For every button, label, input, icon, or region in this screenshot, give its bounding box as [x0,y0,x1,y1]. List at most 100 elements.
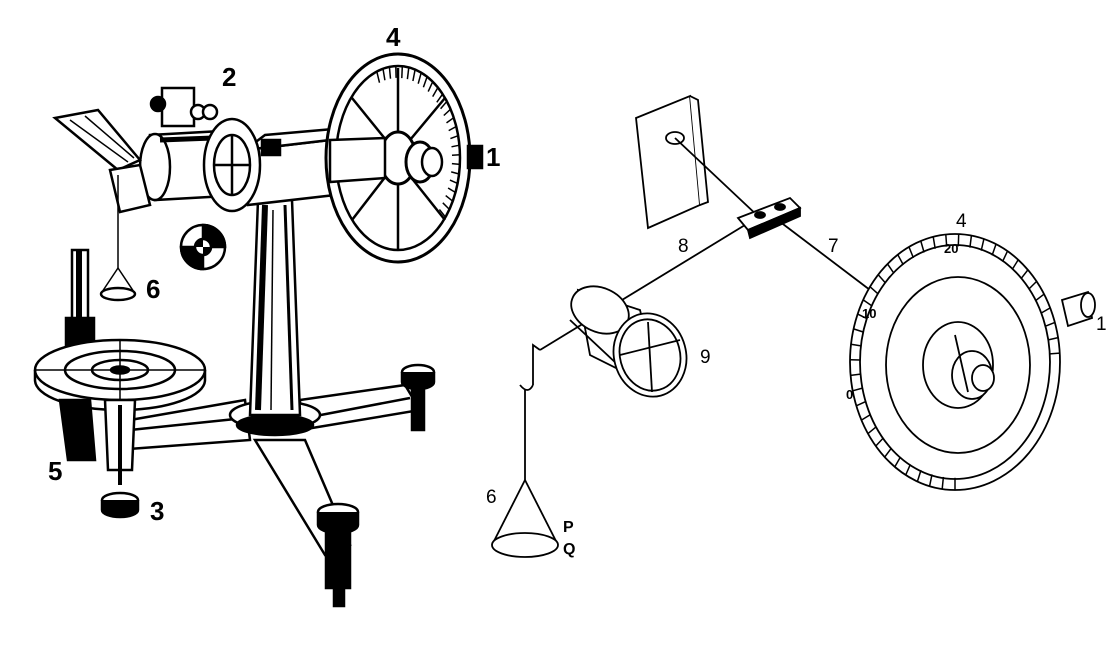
right-dial-tick [850,373,861,377]
right-dial-tick [1028,280,1038,290]
scale-label-0: 0 [846,387,853,402]
callout-left-foot: 3 [150,496,164,526]
coupling-clamp [736,196,802,240]
right-dial-tick [855,400,867,407]
left-dial-tick [445,195,454,202]
right-dial-tick [1001,250,1009,263]
left-dial-tick [422,76,428,88]
callout-right-pan-p: P [563,519,574,536]
right-dial-tick [1020,269,1029,280]
right-dial-tick [862,299,873,307]
left-dial-tick [448,125,457,132]
right-dial-tick [867,426,877,435]
right-dial-ticks [849,234,1060,490]
right-dial-tick [1049,352,1060,355]
drum [569,285,688,398]
left-dial-tick [442,202,450,210]
callout-right-wire-upper: 8 [678,236,689,257]
callout-left-table: 5 [48,456,62,486]
callout-left-clamp: 2 [222,62,236,92]
left-dial-wheel [324,52,484,264]
callout-left-dial: 4 [386,22,401,52]
callout-right-pan-q: Q [563,541,575,558]
right-dial-tick [920,240,925,253]
callout-left-pan: 6 [146,274,160,304]
callout-right-knob: 1 [1096,314,1107,335]
left-dial-ticks [376,66,461,218]
right-dial-tick [1035,293,1045,302]
fixed-block [635,94,709,230]
right-dial-tick [894,456,902,468]
left-dial-tick [388,66,392,79]
left-dial-tick [401,66,404,79]
left-dial-tick [406,67,410,80]
right-dial-tick [916,469,922,482]
left-dial-tick [443,108,452,117]
right-scale-labels: 20 10 0 [846,241,958,402]
right-dial-tick [980,238,985,251]
column [248,198,302,417]
right-schematic-figure [491,94,1096,558]
right-dial-tick [886,263,895,274]
right-dial-tick [991,243,997,256]
right-dial-tick [869,286,879,295]
foot-screw-left [100,491,140,519]
left-dial-tick [432,87,439,97]
scale-label-20: 20 [944,241,958,256]
right-dial-tick [908,246,915,259]
left-callouts: 4 2 1 6 5 3 [48,22,500,526]
left-dial-tick [451,162,460,166]
right-pan [491,343,559,558]
right-dial-tick [853,328,864,333]
right-dial-tick [1011,259,1019,270]
left-dial-tick [427,81,434,92]
right-dial-tick [861,413,871,421]
right-dial-tick [932,236,936,249]
left-dial-tick [451,171,460,175]
right-dial-tick [905,463,912,476]
foot-screw-front [316,502,360,608]
right-dial-tick [1045,321,1056,327]
wire-upper [674,137,761,219]
left-dial-tick [446,117,455,124]
right-dial-tick [884,447,893,458]
right-dial-tick [850,343,862,347]
right-dial-tick [852,387,863,392]
right-dial-tick [877,274,887,284]
left-dial-tick [449,179,458,185]
right-callouts: 4 1 7 8 9 6 P Q [486,211,1107,558]
wire-lower [774,217,871,291]
right-dial-tick [941,476,945,490]
callout-left-knob: 1 [486,142,500,172]
right-dial-tick [857,313,868,320]
target-symbol [179,223,227,271]
left-dial-tick [417,72,422,84]
left-dial-tick [438,209,447,218]
right-dial-tick [897,254,904,266]
left-dial-tick [447,187,456,194]
left-dial-tick [376,71,381,83]
scale-label-10: 10 [862,306,876,321]
left-dial-tick [436,93,444,103]
right-dial-tick [1040,307,1051,314]
right-dial-tick [945,234,948,247]
right-dial [849,233,1096,491]
callout-right-wire-lower: 7 [828,236,839,257]
right-dial-tick [875,437,884,447]
circular-table [33,248,207,485]
pointer-plate [52,108,152,214]
right-dial-tick [928,474,933,487]
left-weight-pan [99,175,137,302]
foot-screw-right [400,363,436,432]
callout-right-dial: 4 [956,211,967,232]
left-dial-tick [450,134,459,140]
left-dial-tick [451,144,460,148]
callout-right-pan: 6 [486,487,497,508]
callout-right-drum: 9 [700,347,711,368]
left-dial-tick [412,69,416,82]
left-dial-tick [440,100,448,110]
right-dial-tick [969,235,973,248]
top-clamp [149,86,219,128]
left-dial-tick [382,68,386,81]
